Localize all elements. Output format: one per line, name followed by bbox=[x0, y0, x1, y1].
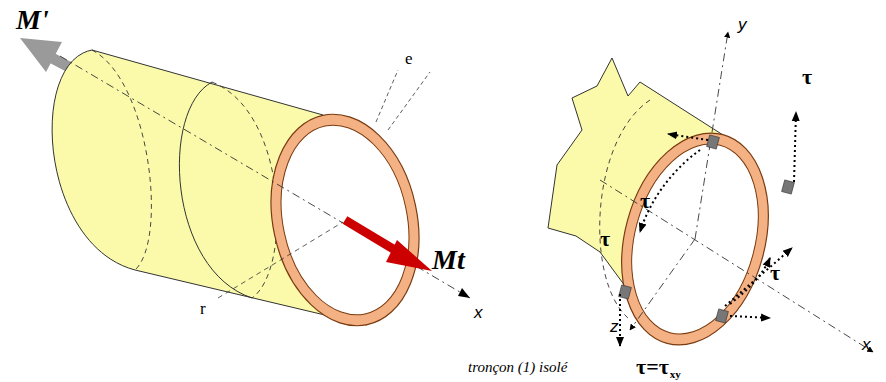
stress-label: τ bbox=[600, 228, 610, 250]
dimension-label: r bbox=[200, 300, 206, 317]
axis-x bbox=[600, 180, 873, 352]
shear-arrows bbox=[620, 112, 796, 346]
radius-line bbox=[218, 222, 343, 298]
thickness-line bbox=[376, 70, 398, 122]
surface-elements bbox=[619, 135, 795, 323]
thickness-line bbox=[388, 72, 430, 130]
hidden-edge bbox=[92, 50, 151, 270]
section-hidden bbox=[212, 82, 277, 298]
axis-head bbox=[458, 288, 470, 298]
axis-x bbox=[60, 56, 470, 298]
tube-ring bbox=[599, 117, 790, 362]
stress-label: τ bbox=[640, 190, 650, 212]
axis-label: y bbox=[738, 16, 747, 33]
axis-label: z bbox=[610, 318, 619, 335]
moment-label: M' bbox=[16, 6, 49, 34]
moment-label: Mt bbox=[432, 246, 465, 274]
torque-arrow-head bbox=[386, 240, 432, 271]
moment-arrow-head bbox=[20, 38, 62, 72]
dimension-label: e bbox=[405, 50, 413, 67]
subscript: xy bbox=[670, 369, 681, 380]
stress-label: τ bbox=[770, 262, 780, 284]
caption-note: tronçon (1) isolé bbox=[468, 360, 567, 375]
stress-label: τ bbox=[802, 66, 812, 88]
axis-z bbox=[630, 239, 695, 330]
section-line bbox=[179, 82, 252, 298]
stress-label: τ=τ bbox=[636, 356, 669, 378]
axis-label: x bbox=[862, 336, 871, 353]
axis-y bbox=[695, 32, 728, 239]
tube-ring bbox=[252, 100, 437, 339]
axis-label: x bbox=[474, 304, 483, 321]
